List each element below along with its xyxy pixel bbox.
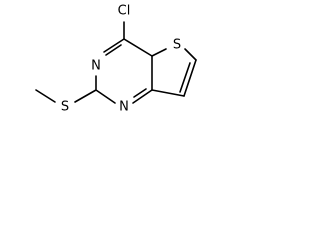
bond-s-methyl-ch3 [35, 89, 56, 103]
bonds [35, 21, 197, 104]
bond-c4a-s [151, 48, 167, 57]
bond-c4-n3-double [103, 38, 125, 53]
bond-n1-c7a-inner [133, 88, 147, 98]
bond-c6-c7 [183, 59, 197, 97]
molecule-structure: Cl S N N S [35, 4, 197, 115]
bond-c7-c7a [151, 89, 185, 97]
bond-c2-s-methyl [74, 89, 97, 103]
atom-nitrogen-n1: N [119, 100, 129, 115]
atom-chlorine: Cl [118, 4, 131, 19]
atom-sulfur-methylthio: S [61, 100, 69, 115]
atom-sulfur-ring: S [173, 38, 181, 53]
atom-labels: Cl S N N S [61, 4, 181, 115]
bond-c2-n1 [95, 89, 116, 104]
bond-s-c6 [184, 48, 197, 61]
bond-c4-n3-inner [105, 44, 122, 56]
bond-c4-c4a [123, 38, 153, 57]
atom-nitrogen-n3: N [91, 59, 101, 74]
bond-c6-c7-inner [179, 62, 191, 93]
bond-n1-c7a [132, 89, 153, 104]
